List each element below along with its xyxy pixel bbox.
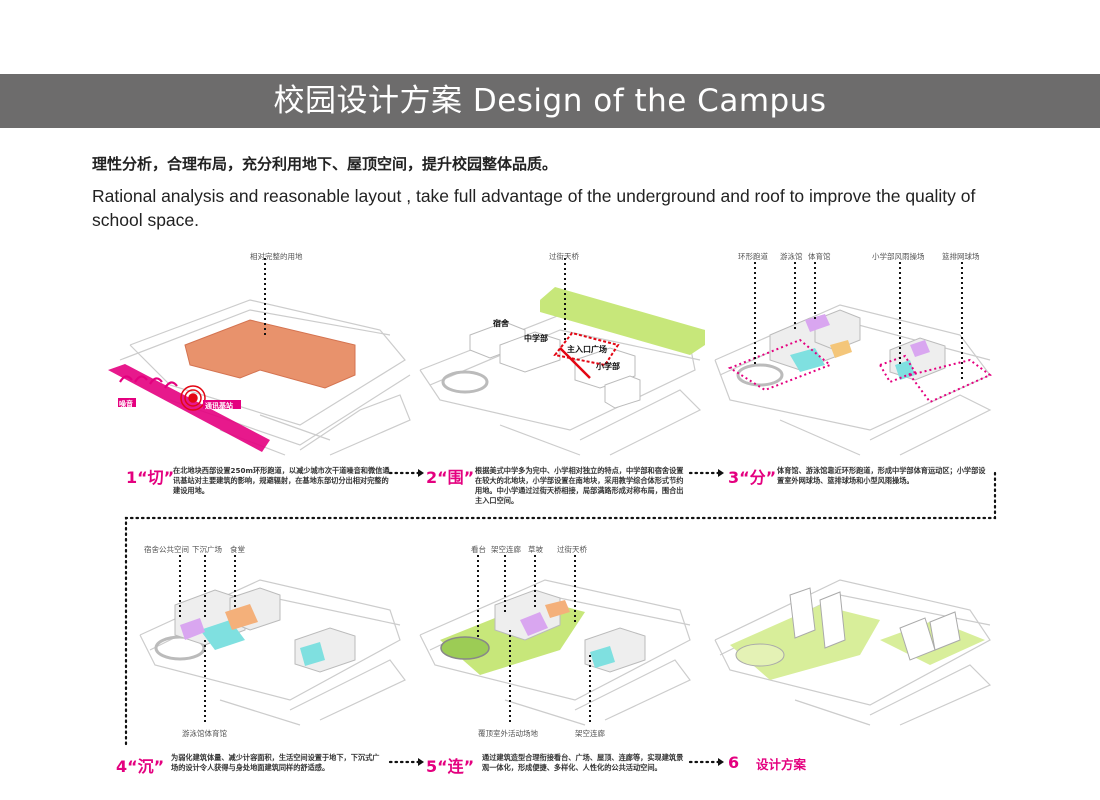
panel-2-label-primary: 小学部 (596, 362, 620, 371)
panel-5-label-lawn: 草坡 (528, 545, 543, 554)
panel-1-label-station: 通讯基站 (205, 402, 233, 410)
subtitle-english: Rational analysis and reasonable layout … (92, 186, 976, 230)
panel-3-label-gym: 体育馆 (808, 252, 831, 261)
panel-5-label-corridor: 架空连廊 (491, 545, 521, 554)
panel-5-label-bottom2: 架空连廊 (575, 729, 605, 738)
panel-1-noise-band (108, 364, 270, 452)
panel-1-illustration (108, 258, 411, 456)
page-title: 校园设计方案 Design of the Campus (273, 83, 827, 119)
step-5-number: 5“连” (426, 757, 475, 776)
panel-5-label-stand: 看台 (471, 545, 486, 554)
panel-3-label-pool: 游泳馆 (780, 252, 803, 261)
step-1-text: 在北地块西部设置250m环形跑道，以减少城市次干道噪音和微信通讯基站对主要建筑的… (173, 466, 390, 495)
panel-2-label-middle: 中学部 (524, 334, 548, 343)
title-banner (0, 74, 1100, 128)
step-4-number: 4“沉” (116, 757, 165, 776)
step-4-text: 为弱化建筑体量、减少计容面积，生活空间设置于地下，下沉式广场的设计令人获得与身处… (171, 753, 380, 772)
panel-5-label-bottom1: 覆顶室外活动场地 (478, 729, 538, 738)
panel-3-label-track: 环形跑道 (738, 252, 768, 261)
panel-2-label-entrance: 主入口广场 (567, 345, 607, 354)
panel-5-label-bridge: 过街天桥 (557, 545, 587, 554)
panel-1-site-block (184, 319, 356, 389)
flow-connectors (124, 471, 997, 764)
panel-4-label-canteen: 食堂 (230, 545, 245, 554)
panel-4-label-dorm-public: 宿舍公共空间 (144, 545, 189, 554)
step-3-number: 3“分” (728, 468, 777, 487)
panel-1-station-icon (180, 385, 206, 411)
step-6-number: 6 (728, 753, 740, 772)
step-6-text: 设计方案 (756, 757, 807, 772)
panel-2-label-dorm: 宿舍 (493, 319, 509, 328)
panel-4-illustration (139, 555, 406, 726)
panel-3-label-court: 篮排网球场 (942, 252, 980, 261)
step-5-text: 通过建筑造型合理衔接看台、广场、屋顶、连廊等，实现建筑景观一体化，形成便捷、多样… (482, 753, 684, 772)
panel-4-label-sunken: 下沉广场 (192, 545, 222, 554)
step-2-number: 2“围” (426, 468, 475, 487)
step-1-number: 1“切” (126, 468, 175, 487)
panel-3-label-small-gym: 小学部风雨操场 (872, 252, 925, 261)
panel-2-label-top: 过街天桥 (549, 252, 579, 261)
panel-1-label-top: 相对完整的用地 (250, 252, 303, 261)
step-3-text: 体育馆、游泳馆靠近环形跑道，形成中学部体育运动区；小学部设置室外网球场、篮排球场… (777, 466, 986, 485)
subtitle-chinese: 理性分析，合理布局，充分利用地下、屋顶空间，提升校园整体品质。 (92, 155, 558, 173)
panel-4-label-bottom: 游泳馆体育馆 (182, 729, 227, 738)
panel-2-illustration (419, 258, 705, 456)
panel-5-illustration (419, 555, 691, 726)
panel-1-label-noise: 噪音 (119, 400, 133, 408)
panel-3-illustration (714, 262, 992, 456)
step-2-text: 根据美式中学多为完中、小学相对独立的特点，中学部和宿舍设置在较大的北地块，小学部… (475, 466, 684, 505)
panel-6-illustration (714, 579, 992, 726)
